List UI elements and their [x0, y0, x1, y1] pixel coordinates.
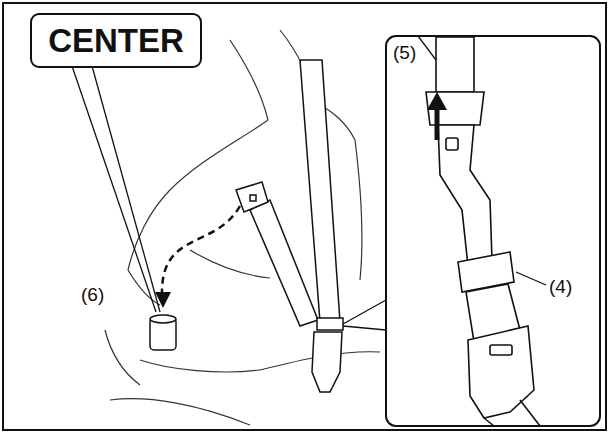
frame — [3, 3, 606, 430]
seat-and-occupant — [105, 30, 380, 425]
up-arrow-shaft — [435, 108, 440, 140]
inset-frame — [386, 36, 600, 426]
seatbelt-main — [150, 60, 343, 392]
dashed-arrow — [162, 206, 240, 296]
callout-number: (5) — [392, 42, 417, 63]
up-arrow-head — [427, 92, 447, 110]
leader-line — [516, 272, 546, 285]
arrow-head — [155, 292, 171, 308]
callout-number: (6) — [80, 284, 105, 305]
callout-word: CENTER — [48, 24, 184, 57]
leader-line — [418, 36, 436, 60]
callout-number: (4) — [548, 276, 573, 297]
leader-lines — [72, 66, 386, 330]
callout-box: CENTER — [30, 13, 202, 68]
inset-belt — [426, 37, 540, 426]
